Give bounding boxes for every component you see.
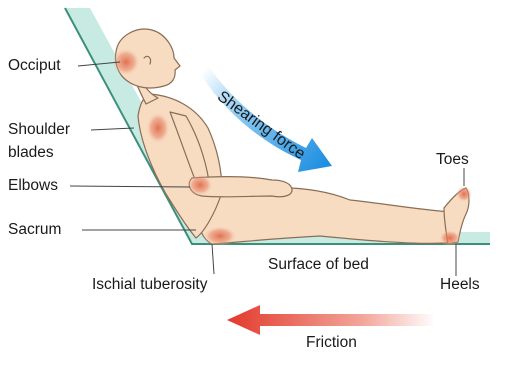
toe-pressure-point <box>456 186 472 202</box>
friction-label: Friction <box>306 334 357 352</box>
friction-arrow-body <box>227 305 436 335</box>
toes-label: Toes <box>436 151 469 169</box>
shoulder-pressure-point <box>146 112 170 144</box>
friction-arrow <box>227 305 436 335</box>
heels-label: Heels <box>440 276 480 294</box>
shoulder-blades-label-line1: Shoulder <box>8 121 70 139</box>
ischial-leader <box>212 244 214 274</box>
surface-of-bed-label: Surface of bed <box>268 256 369 274</box>
heel-pressure-point <box>439 230 461 246</box>
shoulder-blades-label-line2: blades <box>8 144 54 162</box>
patient-figure <box>115 29 469 244</box>
occiput-label: Occiput <box>8 57 61 75</box>
ischial-tuberosity-label: Ischial tuberosity <box>92 276 207 294</box>
elbows-label: Elbows <box>8 177 58 195</box>
sacrum-pressure-point <box>203 226 237 246</box>
elbow-pressure-point <box>187 174 213 196</box>
sacrum-label: Sacrum <box>8 221 61 239</box>
shoulder-leader <box>91 128 134 130</box>
